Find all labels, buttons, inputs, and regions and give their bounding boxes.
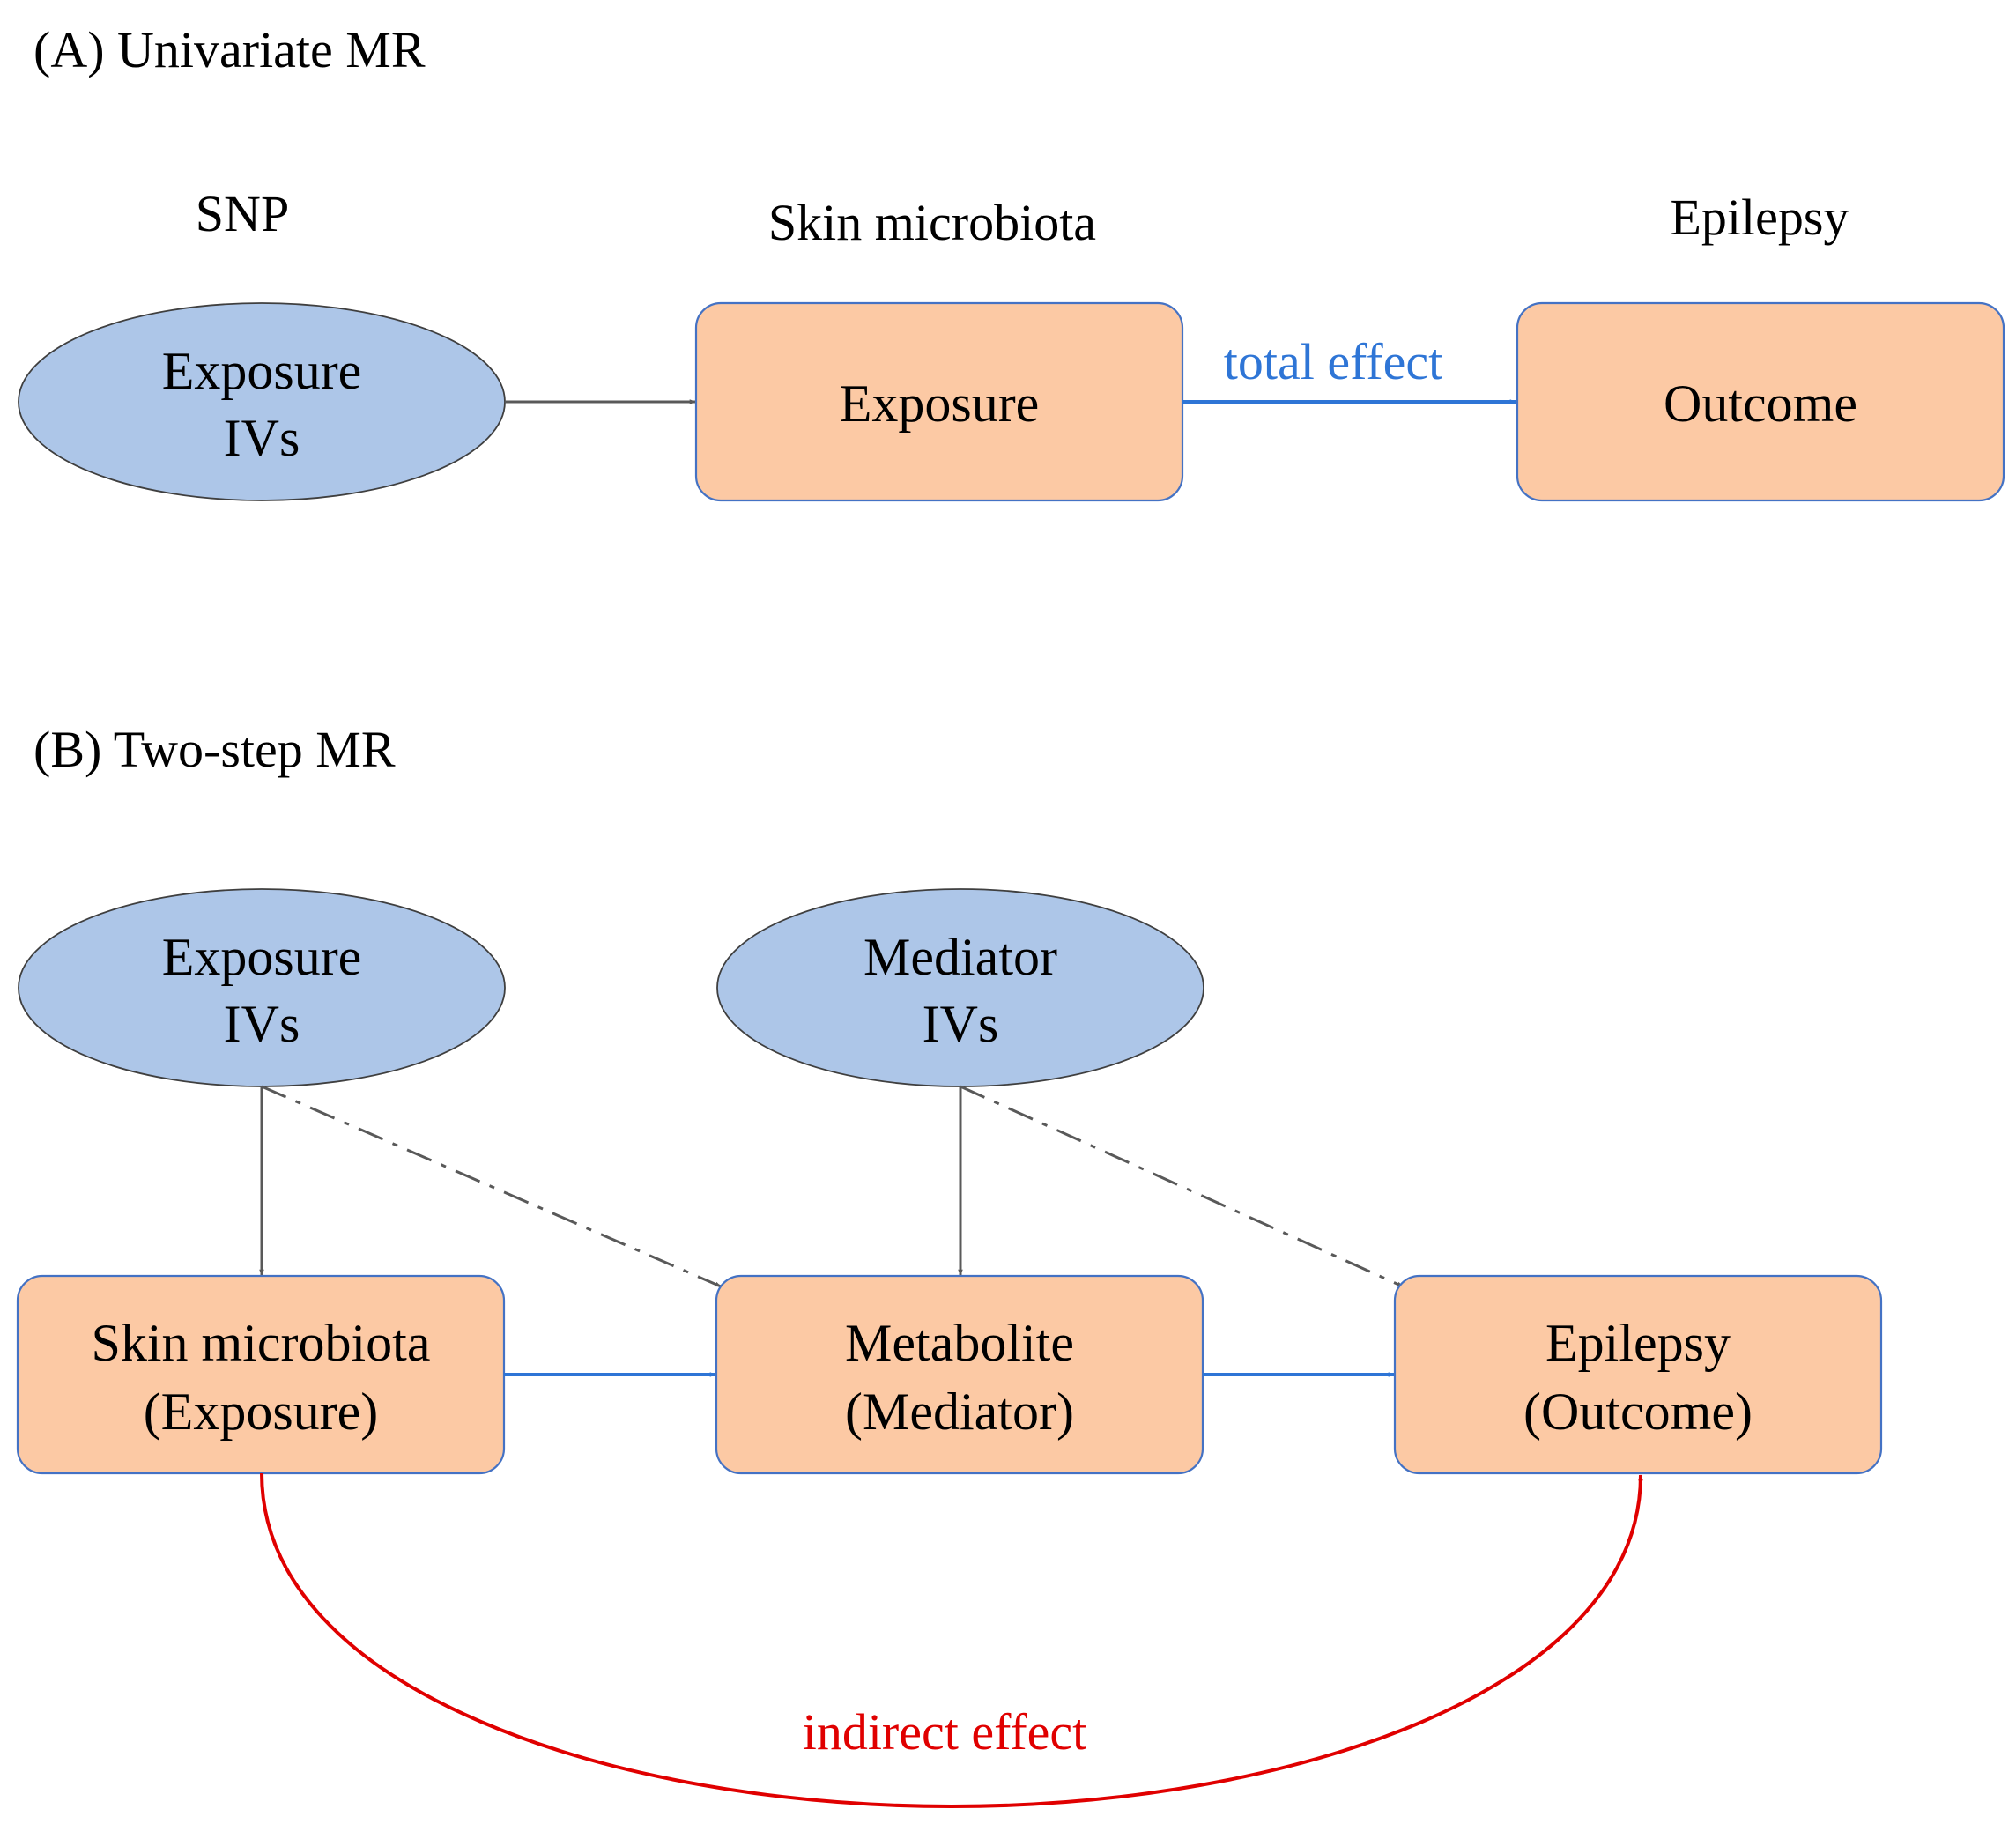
total-effect-label: total effect (1224, 333, 1443, 390)
node-exposure-ivs-a: Exposure IVs (18, 302, 506, 501)
epilepsy-line1: Epilepsy (1545, 1314, 1731, 1372)
mediator-ivs-line2: IVs (923, 995, 999, 1053)
metabolite-line1: Metabolite (845, 1314, 1074, 1372)
exposure-ivs-b-line1: Exposure (162, 928, 362, 986)
epilepsy-line2: (Outcome) (1523, 1383, 1753, 1441)
node-mediator-ivs: Mediator IVs (716, 888, 1204, 1087)
node-outcome-a: Outcome (1516, 301, 2005, 502)
exposure-ivs-a-line1: Exposure (162, 342, 362, 400)
outcome-a-label: Outcome (1664, 374, 1857, 433)
ellipse-exposure-ivs-a (18, 302, 506, 501)
node-exposure-a: Exposure (694, 301, 1184, 502)
box-skin-microbiota (16, 1274, 506, 1475)
indirect-effect-label: indirect effect (803, 1703, 1087, 1761)
skin-microbiota-line2: (Exposure) (144, 1383, 379, 1441)
panel-a-title: (A) Univariate MR (33, 21, 426, 78)
box-metabolite (715, 1274, 1204, 1475)
dashdot-mediator-ivs-to-epilepsy (960, 1085, 1404, 1288)
ellipse-exposure-ivs-b (18, 888, 506, 1087)
box-epilepsy (1393, 1274, 1883, 1475)
skin-microbiota-line1: Skin microbiota (92, 1314, 431, 1372)
dashdot-exposure-ivs-to-metabolite (261, 1085, 722, 1288)
node-exposure-ivs-b: Exposure IVs (18, 888, 506, 1087)
node-skin-microbiota: Skin microbiota (Exposure) (16, 1274, 506, 1475)
exposure-a-label: Exposure (840, 374, 1040, 433)
box-outcome-a (1516, 301, 2005, 502)
panel-b-title: (B) Two-step MR (33, 721, 396, 778)
header-skin-microbiota: Skin microbiota (768, 194, 1096, 251)
metabolite-line2: (Mediator) (845, 1383, 1074, 1441)
header-epilepsy: Epilepsy (1671, 189, 1849, 246)
node-epilepsy: Epilepsy (Outcome) (1393, 1274, 1883, 1475)
header-snp: SNP (196, 185, 289, 242)
exposure-ivs-a-line2: IVs (224, 409, 300, 467)
exposure-ivs-b-line2: IVs (224, 995, 300, 1053)
indirect-effect-curve (260, 1472, 1643, 1809)
ellipse-mediator-ivs (716, 888, 1204, 1087)
mediator-ivs-line1: Mediator (863, 928, 1057, 986)
node-metabolite: Metabolite (Mediator) (715, 1274, 1204, 1475)
